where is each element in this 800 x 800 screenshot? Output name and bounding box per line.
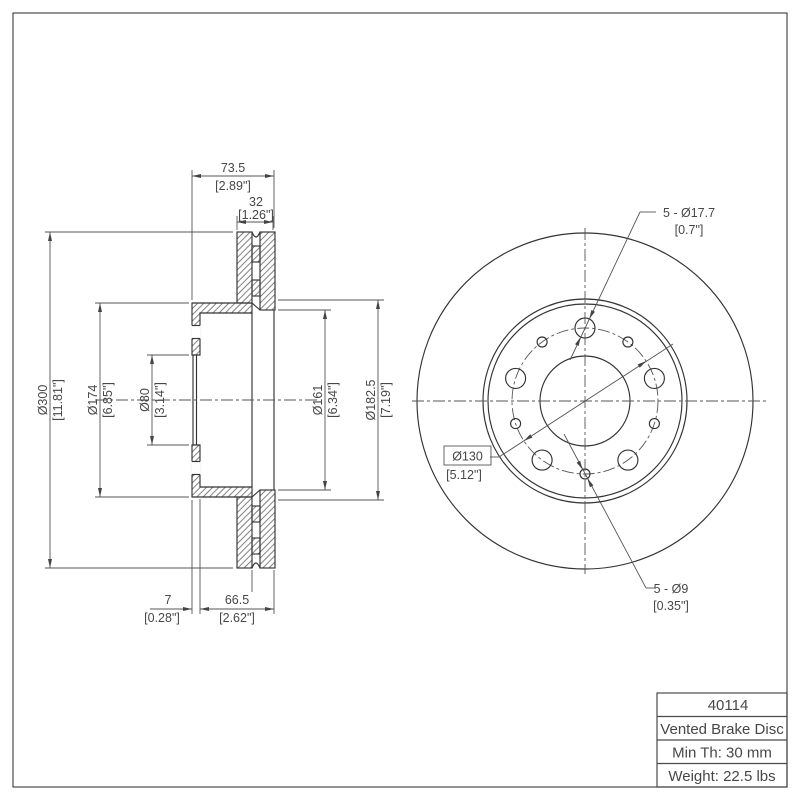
inboard-plate-bottom bbox=[236, 496, 253, 569]
title-block: 40114 Vented Brake Disc Min Th: 30 mm We… bbox=[656, 692, 788, 788]
dim-outer-dia-mm: Ø300 bbox=[36, 385, 50, 416]
bcd-box bbox=[443, 445, 492, 466]
vent-opening-top bbox=[251, 231, 261, 238]
hat-section-bottom bbox=[191, 444, 253, 498]
dim-width-total-mm: 73.5 bbox=[221, 161, 245, 175]
vane-section bbox=[251, 245, 261, 263]
label-bcd-in: [5.12"] bbox=[446, 468, 482, 482]
dim-pad-id-mm: Ø182.5 bbox=[364, 379, 378, 420]
label-small-holes-mm: 5 - Ø9 bbox=[654, 582, 689, 596]
small-hole bbox=[648, 418, 660, 430]
dim-disc-th-in: [1.26"] bbox=[238, 208, 274, 222]
section-dimensions: Ø300 [11.81"] Ø174 [6.85"] Ø80 [3.14"] Ø… bbox=[36, 161, 393, 625]
small-hole bbox=[622, 336, 634, 348]
part-number: 40114 bbox=[708, 697, 749, 714]
dim-hat-th-mm: 7 bbox=[165, 593, 172, 607]
dim-bore-dia-mm: Ø80 bbox=[138, 388, 152, 412]
weight: Weight: 22.5 lbs bbox=[668, 768, 775, 785]
hat-section-top bbox=[191, 302, 253, 356]
dim-bore-dia-in: [3.14"] bbox=[153, 382, 167, 418]
dim-hat-dia-mm: Ø174 bbox=[86, 385, 100, 416]
dim-vent-id-in: [6.34"] bbox=[326, 382, 340, 418]
dim-pad-id-in: [7.19"] bbox=[379, 382, 393, 418]
part-description: Vented Brake Disc bbox=[660, 721, 784, 738]
vane-section bbox=[251, 279, 261, 297]
min-thickness: Min Th: 30 mm bbox=[672, 745, 772, 762]
dim-height-mm: 66.5 bbox=[225, 593, 249, 607]
lug-hole bbox=[617, 449, 639, 471]
dim-vent-id-mm: Ø161 bbox=[311, 385, 325, 416]
label-lug-holes-mm: 5 - Ø17.7 bbox=[663, 206, 715, 220]
dim-hat-th-in: [0.28"] bbox=[144, 611, 180, 625]
dim-height-in: [2.62"] bbox=[219, 611, 255, 625]
inboard-plate-top bbox=[236, 231, 253, 304]
drawing-frame bbox=[12, 12, 788, 788]
small-hole bbox=[536, 336, 548, 348]
label-lug-holes-in: [0.7"] bbox=[675, 223, 704, 237]
vane-section bbox=[251, 505, 261, 523]
dim-disc-th-mm: 32 bbox=[249, 195, 263, 209]
lug-hole bbox=[531, 449, 553, 471]
outboard-plate-top bbox=[259, 231, 276, 311]
front-view: 5 - Ø17.7 [0.7"] Ø130 [5.12"] 5 - Ø9 [0.… bbox=[412, 206, 768, 613]
dim-hat-dia-in: [6.85"] bbox=[101, 382, 115, 418]
label-small-holes-in: [0.35"] bbox=[653, 599, 689, 613]
label-bcd-mm: Ø130 bbox=[452, 450, 483, 464]
vane-section bbox=[251, 537, 261, 555]
dim-outer-dia-in: [11.81"] bbox=[51, 379, 65, 421]
lug-hole bbox=[643, 367, 665, 389]
vent-opening-bottom bbox=[251, 562, 261, 569]
cross-section-view bbox=[95, 231, 318, 569]
outboard-plate-bottom bbox=[259, 489, 276, 569]
small-hole bbox=[510, 418, 522, 430]
lug-hole bbox=[505, 367, 527, 389]
dim-width-total-in: [2.89"] bbox=[215, 179, 251, 193]
